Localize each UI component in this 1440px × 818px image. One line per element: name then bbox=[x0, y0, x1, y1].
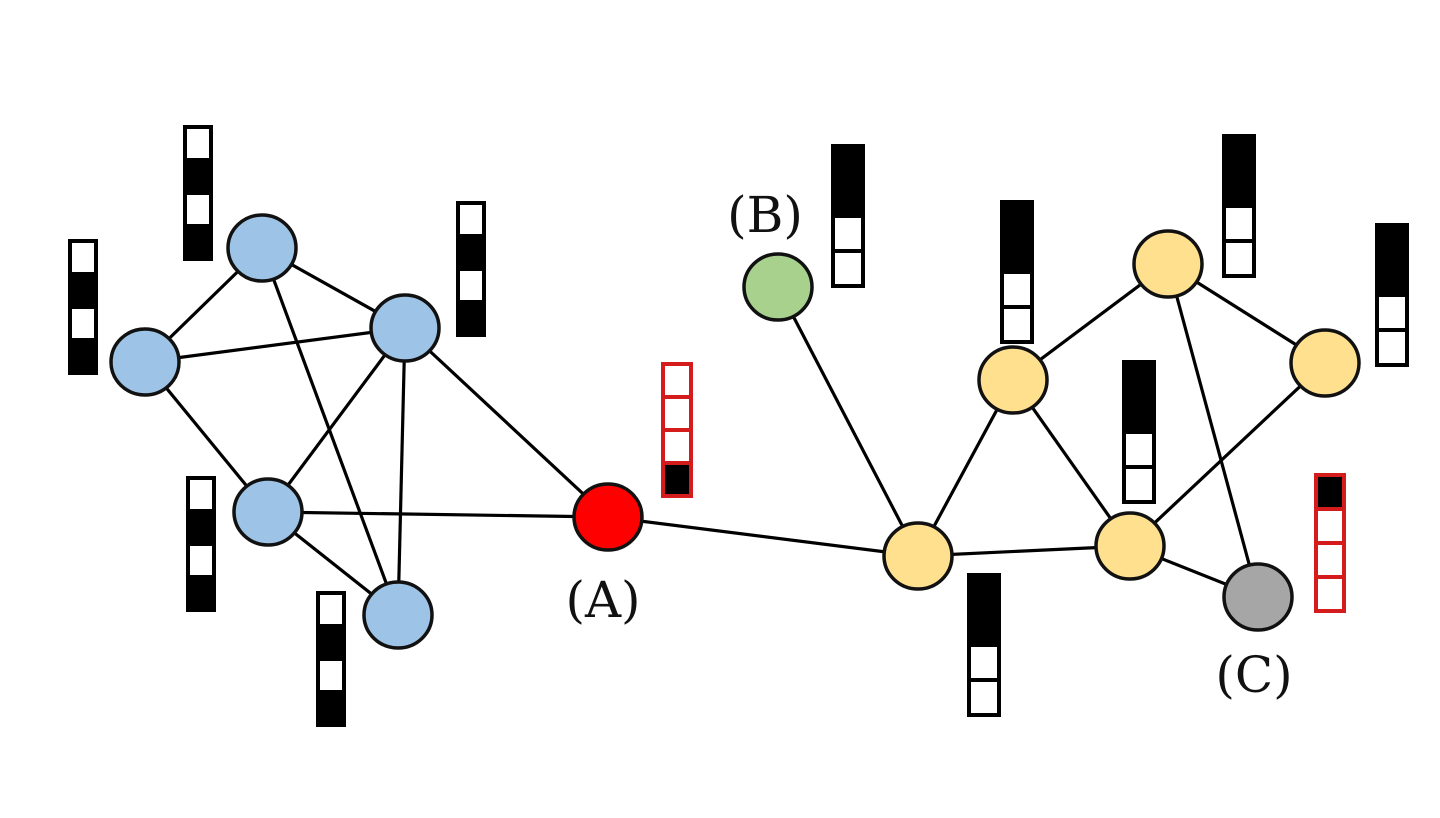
feature-cell-off bbox=[1122, 430, 1156, 469]
feature-cell-off bbox=[1314, 507, 1346, 545]
feature-cell-off bbox=[967, 643, 1001, 682]
feature-cell-on bbox=[831, 179, 865, 218]
node-b3 bbox=[369, 293, 441, 363]
feature-cell-on bbox=[1122, 395, 1156, 434]
feature-cell-on bbox=[1000, 200, 1034, 239]
feature-cell-on bbox=[1314, 473, 1346, 511]
feature-cell-on bbox=[661, 461, 693, 498]
edge-y4-c bbox=[1166, 263, 1260, 598]
feature-cell-off bbox=[661, 362, 693, 399]
feature-cell-off bbox=[186, 476, 216, 513]
feature-vector-y1 bbox=[967, 573, 1001, 717]
feature-cell-on bbox=[1122, 360, 1156, 399]
feature-cell-off bbox=[316, 591, 346, 628]
feature-cell-on bbox=[68, 338, 98, 375]
feature-cell-on bbox=[967, 573, 1001, 612]
edge-a-y1 bbox=[607, 515, 919, 558]
feature-cell-on bbox=[68, 272, 98, 309]
node-y1 bbox=[882, 521, 954, 591]
edge-b3-a bbox=[403, 326, 610, 519]
feature-cell-off bbox=[1000, 305, 1034, 344]
edge-b2-b3 bbox=[144, 326, 406, 364]
feature-vectors bbox=[68, 125, 1409, 727]
feature-cell-off bbox=[1122, 465, 1156, 504]
edge-b3-b5 bbox=[396, 327, 407, 616]
feature-cell-off bbox=[967, 678, 1001, 717]
node-y3 bbox=[1094, 511, 1166, 581]
feature-cell-off bbox=[1000, 270, 1034, 309]
feature-vector-b4 bbox=[186, 476, 216, 612]
feature-cell-off bbox=[1375, 328, 1409, 367]
feature-cell-off bbox=[1375, 293, 1409, 332]
feature-cell-off bbox=[68, 305, 98, 342]
feature-cell-off bbox=[1314, 541, 1346, 579]
feature-cell-off bbox=[316, 657, 346, 694]
feature-cell-off bbox=[831, 214, 865, 253]
feature-cell-off bbox=[68, 239, 98, 276]
feature-cell-on bbox=[1222, 134, 1256, 173]
feature-cell-off bbox=[1222, 204, 1256, 243]
feature-cell-on bbox=[456, 300, 486, 337]
feature-cell-on bbox=[316, 690, 346, 727]
feature-cell-off bbox=[183, 125, 213, 162]
feature-cell-on bbox=[1222, 169, 1256, 208]
feature-vector-y2 bbox=[1000, 200, 1034, 344]
node-b1 bbox=[226, 213, 298, 283]
edge-g-y1 bbox=[776, 286, 920, 557]
feature-cell-on bbox=[1000, 235, 1034, 274]
edge-b3-b4 bbox=[266, 327, 407, 513]
feature-cell-on bbox=[183, 224, 213, 261]
feature-cell-off bbox=[661, 428, 693, 465]
node-label-g: (B) bbox=[727, 186, 803, 244]
edge-b4-a bbox=[267, 510, 609, 519]
feature-cell-on bbox=[1375, 223, 1409, 262]
feature-cell-off bbox=[661, 395, 693, 432]
node-a bbox=[572, 482, 644, 552]
feature-vector-g bbox=[831, 144, 865, 288]
feature-cell-off bbox=[186, 542, 216, 579]
feature-cell-on bbox=[456, 234, 486, 271]
feature-cell-on bbox=[1375, 258, 1409, 297]
feature-cell-on bbox=[967, 608, 1001, 647]
feature-cell-off bbox=[831, 249, 865, 288]
feature-cell-on bbox=[831, 144, 865, 183]
feature-cell-off bbox=[456, 267, 486, 304]
feature-cell-off bbox=[456, 201, 486, 238]
node-y4 bbox=[1132, 229, 1204, 299]
edge-b1-b5 bbox=[260, 247, 400, 616]
node-c bbox=[1222, 562, 1294, 632]
feature-vector-c bbox=[1314, 473, 1346, 613]
feature-vector-b3 bbox=[456, 201, 486, 337]
node-label-c: (C) bbox=[1215, 646, 1292, 704]
node-labels: (A) (B) (C) bbox=[565, 186, 1292, 704]
feature-vector-b1 bbox=[183, 125, 213, 261]
node-b5 bbox=[362, 580, 434, 650]
feature-cell-on bbox=[186, 509, 216, 546]
nodes bbox=[109, 213, 1361, 650]
feature-cell-off bbox=[1222, 239, 1256, 278]
feature-vector-b5 bbox=[316, 591, 346, 727]
feature-vector-a bbox=[661, 362, 693, 498]
node-label-a: (A) bbox=[565, 571, 640, 629]
edge-y3-y5 bbox=[1128, 361, 1327, 548]
feature-cell-on bbox=[183, 158, 213, 195]
node-g bbox=[742, 252, 814, 322]
node-b2 bbox=[109, 327, 181, 397]
feature-cell-off bbox=[183, 191, 213, 228]
feature-vector-y5 bbox=[1375, 223, 1409, 367]
feature-cell-on bbox=[316, 624, 346, 661]
node-b4 bbox=[232, 477, 304, 547]
feature-cell-off bbox=[1314, 575, 1346, 613]
feature-vector-y3 bbox=[1122, 360, 1156, 504]
feature-vector-y4 bbox=[1222, 134, 1256, 278]
feature-vector-b2 bbox=[68, 239, 98, 375]
node-y2 bbox=[977, 345, 1049, 415]
node-y5 bbox=[1289, 328, 1361, 398]
feature-cell-on bbox=[186, 575, 216, 612]
